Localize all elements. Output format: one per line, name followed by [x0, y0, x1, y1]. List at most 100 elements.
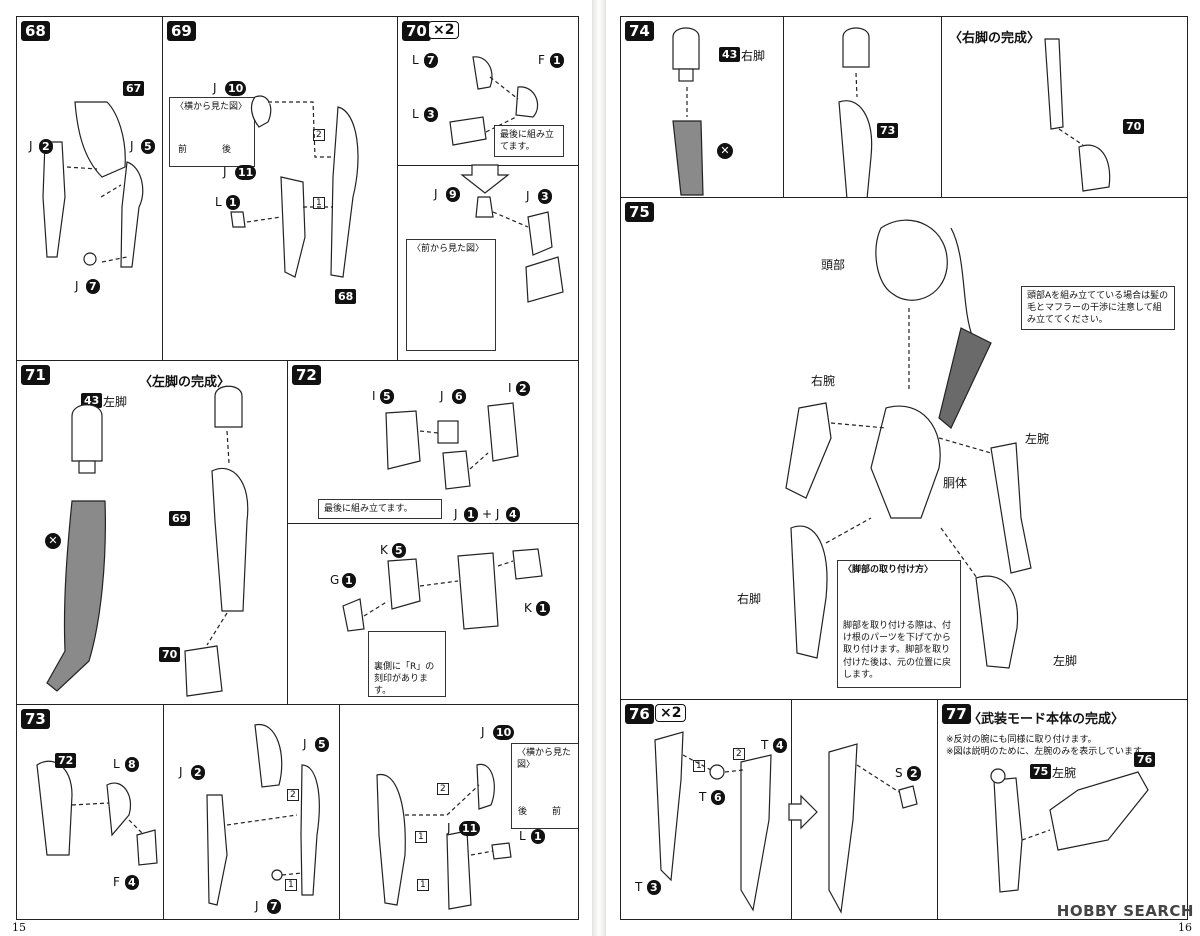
part-number: 6	[711, 790, 725, 805]
front-label: 前	[552, 807, 562, 817]
divider	[288, 523, 578, 524]
part-label: J	[223, 165, 227, 179]
part-number: 11	[459, 821, 481, 836]
part-label: K	[380, 543, 388, 557]
part-label: J	[213, 81, 217, 95]
part-number: 7	[86, 279, 100, 294]
part-label: J	[29, 139, 33, 153]
part-label: L	[412, 107, 419, 121]
part-number: 6	[452, 389, 466, 404]
arm-blade-illustration	[990, 768, 1149, 893]
step-73-panel: 73 72 L 8 F 4 J 2 J 5	[16, 704, 579, 920]
part-number: 4	[506, 507, 520, 522]
head-caution-note: 頭部Aを組み立てている場合は髪の毛とマフラーの干渉に注意して組み立ててください。	[1021, 286, 1175, 331]
discard-icon: ✕	[45, 533, 61, 549]
divider	[783, 17, 784, 197]
blade-assembly-illustration	[654, 731, 918, 914]
part-label: J	[179, 765, 183, 779]
part-label: J	[526, 189, 530, 203]
part-number: 5	[315, 737, 329, 752]
section-title: 〈左脚の完成〉	[139, 375, 231, 390]
watermark: HOBBY SEARCH	[1056, 902, 1194, 920]
order-mark: 1	[285, 879, 297, 891]
front-view-box: 〈前から見た図〉	[406, 239, 496, 351]
order-mark: 1	[417, 879, 429, 891]
left-arm-label: 左腕	[1025, 432, 1050, 446]
part-number: 10	[493, 725, 515, 740]
part-number: 4	[125, 875, 139, 890]
hip-joint-illustration	[342, 402, 543, 632]
part-number: 2	[516, 381, 530, 396]
part-number: 7	[424, 53, 438, 68]
right-arm-label: 右腕	[811, 374, 836, 388]
result-badge: 68	[335, 289, 357, 304]
step-72-panel: 72 I 5 J 6 I 2 最後に組み立てます。 J 1 + J 4 K 5	[287, 360, 579, 705]
ref-badge: 67	[123, 81, 145, 96]
step-number: 70	[402, 21, 431, 41]
leg-frame-illustration	[42, 101, 144, 268]
part-label: J	[130, 139, 134, 153]
part-number: 1	[226, 195, 240, 210]
foot-assembly-illustration	[449, 56, 564, 303]
quantity-mark: ×2	[655, 704, 687, 722]
part-label: T	[761, 738, 769, 752]
right-page: 74 43 右脚 ✕ 73 〈右脚の完成〉 70 75	[606, 0, 1200, 936]
page-number: 15	[12, 921, 26, 934]
assembly-note: 最後に組み立てます。	[494, 125, 564, 158]
part-label: J	[454, 507, 458, 521]
part-label: J	[255, 899, 259, 913]
step-number: 69	[167, 21, 196, 41]
part-number: 3	[647, 880, 661, 895]
section-title: 〈右脚の完成〉	[949, 31, 1041, 46]
body-label: 胴体	[943, 476, 968, 490]
part-label: S	[895, 766, 903, 780]
part-label: T	[635, 880, 643, 894]
right-leg-label: 右脚	[737, 592, 762, 606]
engraving-note: 裏側に「R」の刻印があります。	[368, 631, 446, 697]
part-number: 2	[907, 766, 921, 781]
part-label: J	[434, 187, 438, 201]
order-mark: 2	[313, 129, 325, 141]
leg-attachment-text: 脚部を取り付ける際は、付け根のパーツを下げてから取り付けます。脚部を取り付けた後…	[843, 621, 952, 680]
quantity-mark: ×2	[428, 21, 460, 39]
ref-badge: 75	[1030, 764, 1052, 779]
part-label: I	[372, 389, 376, 403]
section-title: 〈武装モード本体の完成〉	[968, 712, 1125, 727]
ref-badge: 43	[719, 47, 741, 62]
part-label: J	[481, 725, 485, 739]
book-gutter	[592, 0, 606, 936]
ref-label: 右脚	[741, 49, 766, 63]
part-label: K	[524, 601, 532, 615]
part-number: 5	[380, 389, 394, 404]
part-number: 3	[424, 107, 438, 122]
page-number: 16	[1178, 921, 1192, 934]
part-number: 5	[141, 139, 155, 154]
part-label: T	[699, 790, 707, 804]
step-number: 77	[942, 704, 971, 724]
part-number: 2	[39, 139, 53, 154]
order-mark: 1	[415, 831, 427, 843]
step-number: 76	[625, 704, 654, 724]
order-mark: 2	[287, 789, 299, 801]
part-label: F	[113, 875, 120, 889]
left-page: 68 67 J 2 J 5 J 7 69 〈横から見た図〉 前 後	[0, 0, 592, 936]
part-label: + J	[482, 507, 500, 521]
order-mark: 2	[733, 748, 745, 760]
engraving-text: 裏側に「R」の刻印があります。	[374, 662, 435, 697]
right-leg-assembly-illustration	[36, 724, 512, 910]
part-number: 1	[342, 573, 356, 588]
part-label: F	[538, 53, 545, 67]
part-label: L	[412, 53, 419, 67]
part-number: 1	[550, 53, 564, 68]
part-label: I	[508, 381, 512, 395]
step-76-panel: 76 ×2 T 4 T 6 T 3 S 2 1 2	[620, 699, 938, 920]
step-number: 73	[21, 709, 50, 729]
leg-attachment-title: 〈脚部の取り付け方〉	[843, 565, 934, 575]
part-number: 4	[773, 738, 787, 753]
left-leg-label: 左脚	[1053, 654, 1078, 668]
discard-icon: ✕	[717, 143, 733, 159]
divider	[339, 705, 340, 919]
part-label: J	[440, 389, 444, 403]
right-leg-illustration	[672, 27, 1111, 197]
thigh-assembly-illustration	[230, 95, 359, 278]
